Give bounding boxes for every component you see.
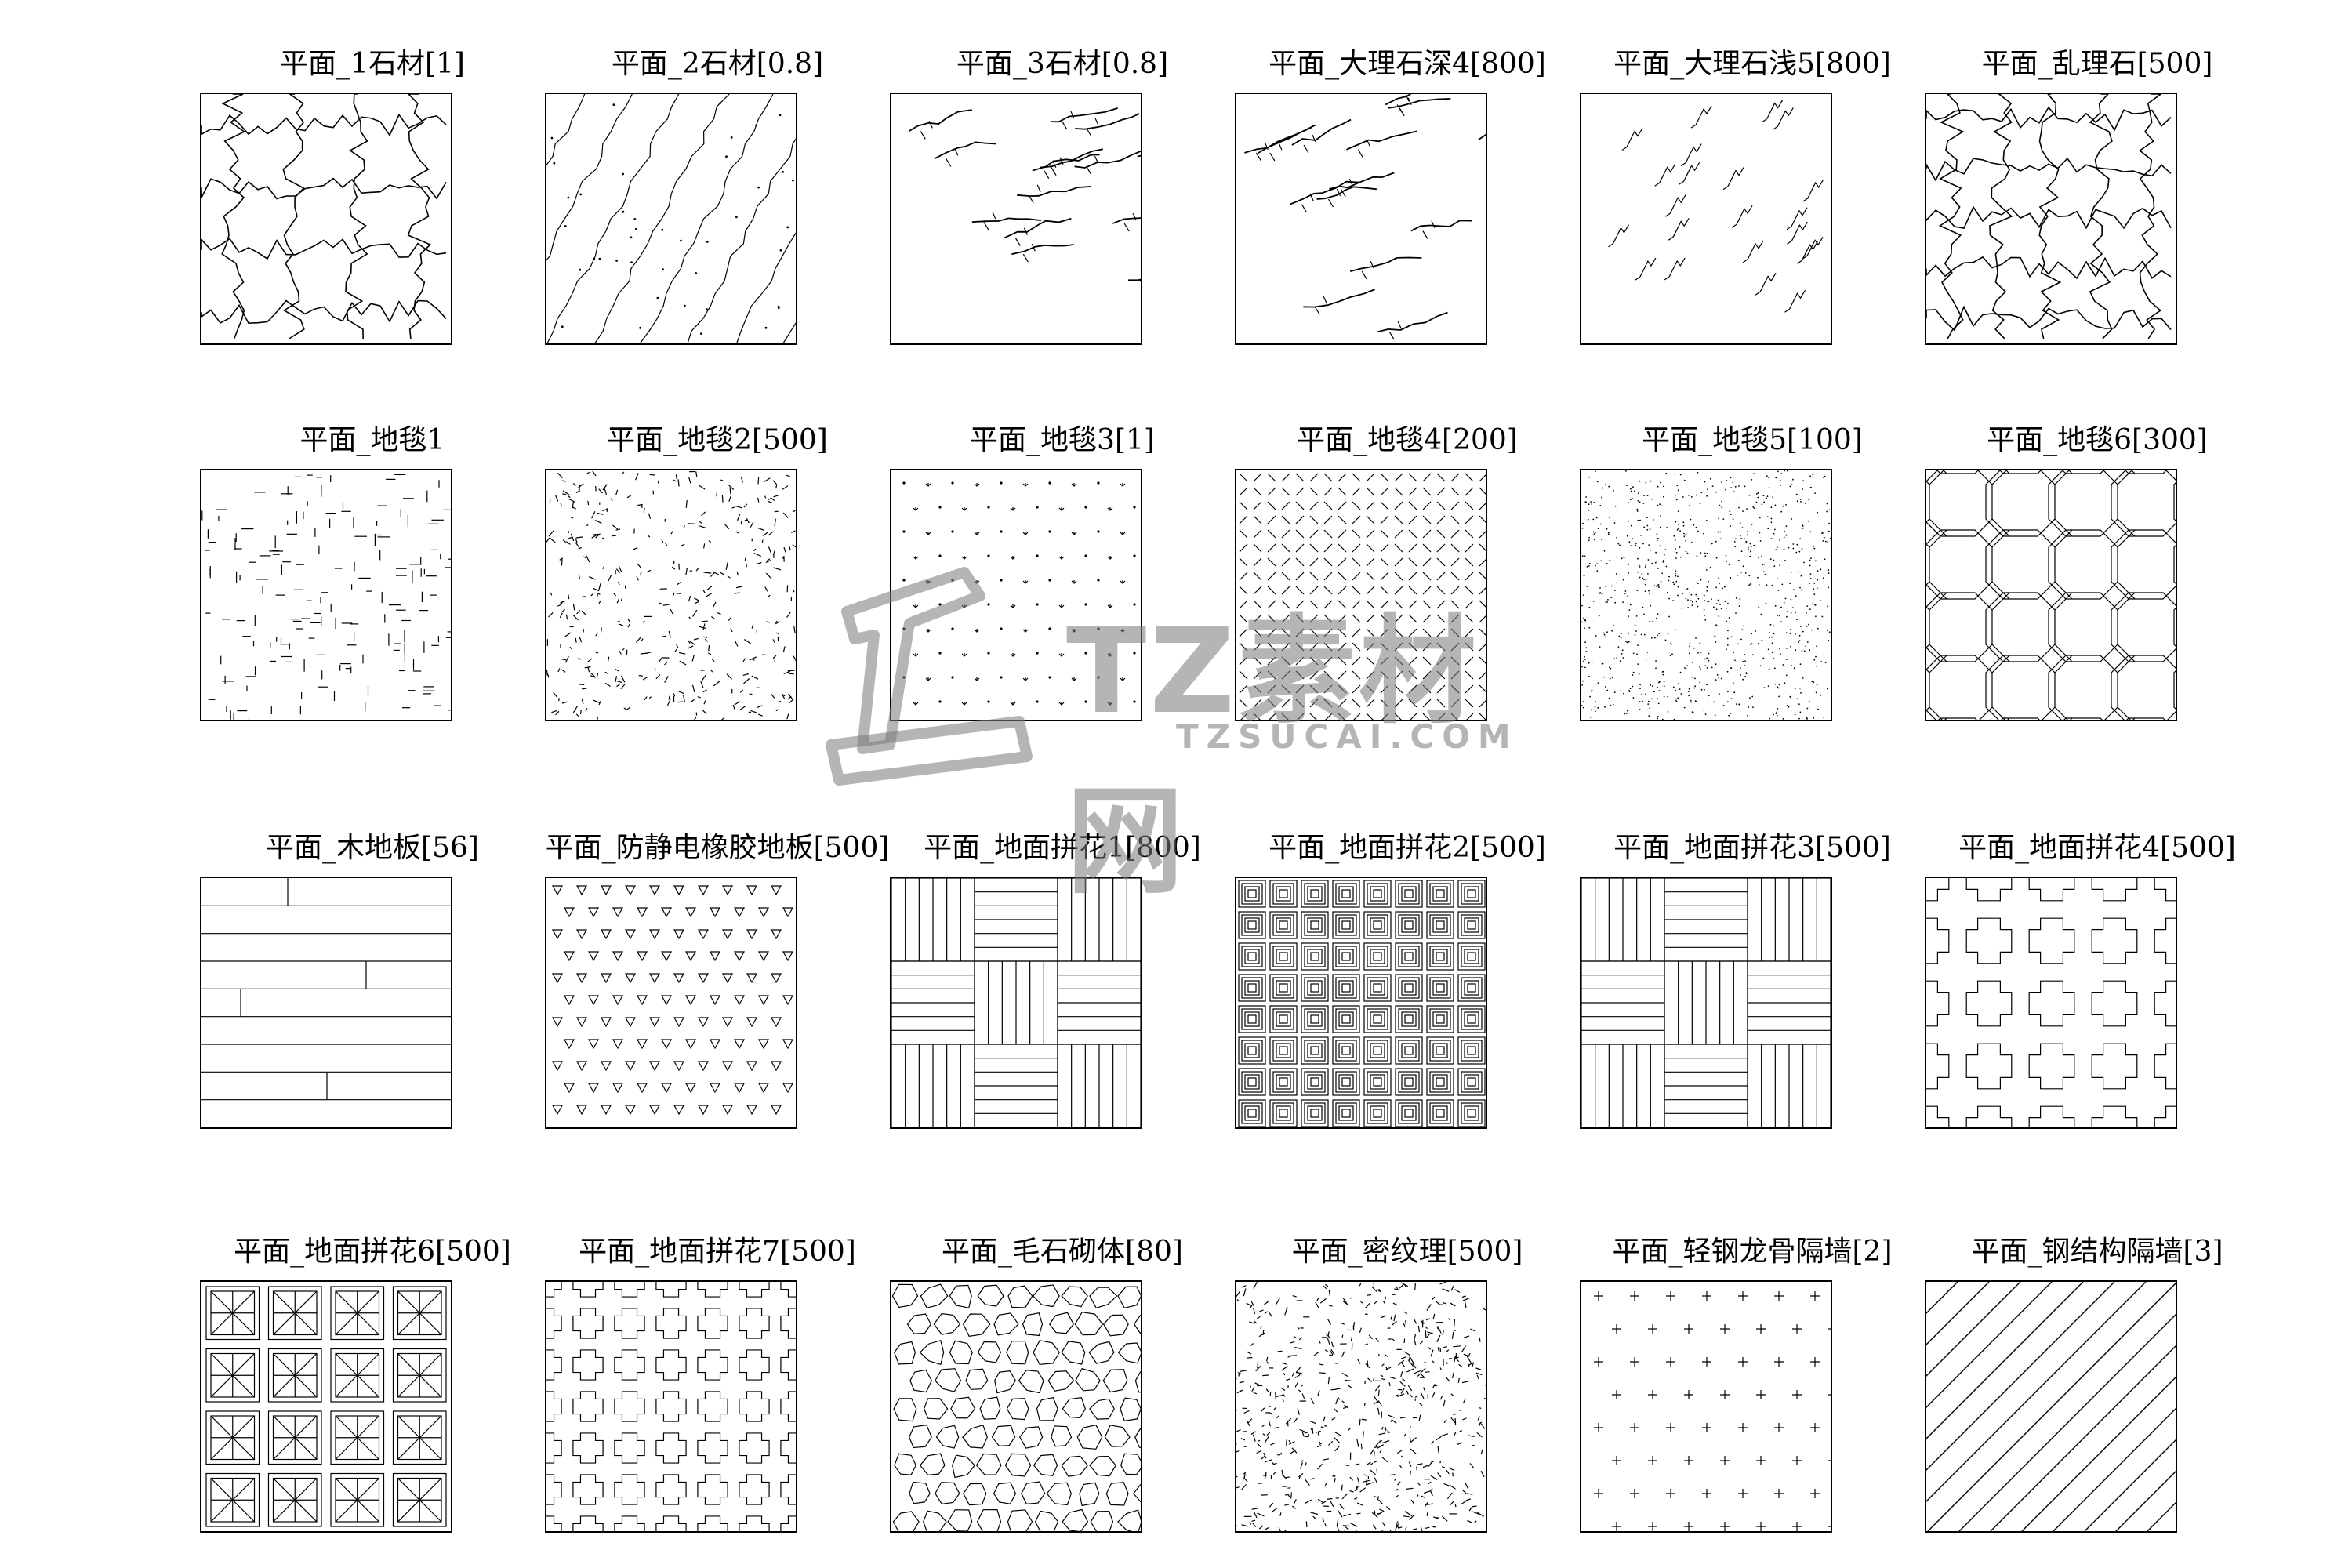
hatch-swatch: 平面_地面拼花4[500] — [1925, 831, 2270, 1160]
swatch-label: 平面_地毯4[200] — [1297, 424, 1518, 456]
hatch-swatch: 平面_地毯6[300] — [1925, 423, 2270, 753]
swatch-label: 平面_地面拼花6[500] — [234, 1236, 511, 1268]
hatch-swatch: 平面_地毯3[1] — [890, 423, 1235, 753]
swatch-label: 平面_地毯1 — [299, 424, 445, 456]
swatch-label: 平面_地毯5[100] — [1642, 424, 1863, 456]
swatch-carpet-6 — [1925, 469, 2177, 721]
hatch-swatch: 平面_地毯4[200] — [1235, 423, 1580, 753]
swatch-label: 平面_地面拼花1[800] — [924, 832, 1201, 864]
swatch-antistatic-rubber — [545, 877, 797, 1129]
hatch-swatch: 平面_地毯5[100] — [1580, 423, 1925, 753]
swatch-marble-light — [1580, 93, 1832, 345]
hatch-swatch: 平面_大理石深4[800] — [1235, 47, 1580, 376]
swatch-carpet-5 — [1580, 469, 1832, 721]
swatch-parquet-7 — [545, 1280, 797, 1533]
swatch-carpet-4 — [1235, 469, 1487, 721]
swatch-parquet-6 — [200, 1280, 452, 1533]
swatch-random-stone — [1925, 93, 2177, 345]
swatch-label: 平面_乱理石[500] — [1981, 48, 2213, 80]
hatch-swatch: 平面_乱理石[500] — [1925, 47, 2270, 376]
hatch-swatch: 平面_密纹理[500] — [1235, 1235, 1580, 1564]
swatch-label: 平面_地面拼花4[500] — [1958, 832, 2236, 864]
hatch-swatch: 平面_地毯2[500] — [545, 423, 890, 753]
swatch-carpet-2 — [545, 469, 797, 721]
swatch-label: 平面_毛石砌体[80] — [942, 1236, 1183, 1268]
hatch-swatch: 平面_地面拼花1[800] — [890, 831, 1235, 1160]
swatch-label: 平面_地面拼花7[500] — [579, 1236, 856, 1268]
swatch-steel-structure-partition — [1925, 1280, 2177, 1533]
swatch-label: 平面_大理石深4[800] — [1269, 48, 1546, 80]
hatch-swatch: 平面_毛石砌体[80] — [890, 1235, 1235, 1564]
swatch-label: 平面_地毯3[1] — [970, 424, 1155, 456]
hatch-swatch: 平面_地面拼花3[500] — [1580, 831, 1925, 1160]
swatch-stone-cracks-1 — [200, 93, 452, 345]
hatch-swatch: 平面_地毯1 — [200, 423, 545, 753]
swatch-label: 平面_地面拼花3[500] — [1613, 832, 1891, 864]
swatch-label: 平面_1石材[1] — [280, 48, 465, 80]
swatch-label: 平面_大理石浅5[800] — [1613, 48, 1891, 80]
swatch-parquet-3 — [1580, 877, 1832, 1129]
swatch-label: 平面_轻钢龙骨隔墙[2] — [1612, 1236, 1893, 1268]
swatch-carpet-1 — [200, 469, 452, 721]
swatch-stone-branch-veins — [890, 93, 1142, 345]
swatch-carpet-3 — [890, 469, 1142, 721]
swatch-parquet-1 — [890, 877, 1142, 1129]
hatch-swatch: 平面_钢结构隔墙[3] — [1925, 1235, 2270, 1564]
swatch-parquet-4 — [1925, 877, 2177, 1129]
swatch-label: 平面_钢结构隔墙[3] — [1971, 1236, 2223, 1268]
swatch-light-steel-partition — [1580, 1280, 1832, 1533]
swatch-label: 平面_防静电橡胶地板[500] — [545, 832, 890, 864]
swatch-stone-diagonal-veins — [545, 93, 797, 345]
hatch-swatch: 平面_木地板[56] — [200, 831, 545, 1160]
swatch-label: 平面_地毯2[500] — [607, 424, 828, 456]
swatch-label: 平面_2石材[0.8] — [611, 48, 824, 80]
hatch-swatch: 平面_大理石浅5[800] — [1580, 47, 1925, 376]
swatch-wood-floor — [200, 877, 452, 1129]
hatch-swatch: 平面_防静电橡胶地板[500] — [545, 831, 890, 1160]
swatch-label: 平面_3石材[0.8] — [956, 48, 1169, 80]
hatch-swatch: 平面_地面拼花6[500] — [200, 1235, 545, 1564]
hatch-swatch: 平面_轻钢龙骨隔墙[2] — [1580, 1235, 1925, 1564]
swatch-label: 平面_木地板[56] — [266, 832, 479, 864]
swatch-marble-dark — [1235, 93, 1487, 345]
swatch-rubble-masonry — [890, 1280, 1142, 1533]
hatch-swatch: 平面_1石材[1] — [200, 47, 545, 376]
swatch-label: 平面_地毯6[300] — [1987, 424, 2208, 456]
swatch-parquet-2 — [1235, 877, 1487, 1129]
swatch-label: 平面_密纹理[500] — [1291, 1236, 1523, 1268]
hatch-swatch: 平面_地面拼花2[500] — [1235, 831, 1580, 1160]
swatch-dense-texture — [1235, 1280, 1487, 1533]
swatch-label: 平面_地面拼花2[500] — [1269, 832, 1546, 864]
hatch-swatch: 平面_2石材[0.8] — [545, 47, 890, 376]
hatch-swatch: 平面_3石材[0.8] — [890, 47, 1235, 376]
hatch-swatch: 平面_地面拼花7[500] — [545, 1235, 890, 1564]
